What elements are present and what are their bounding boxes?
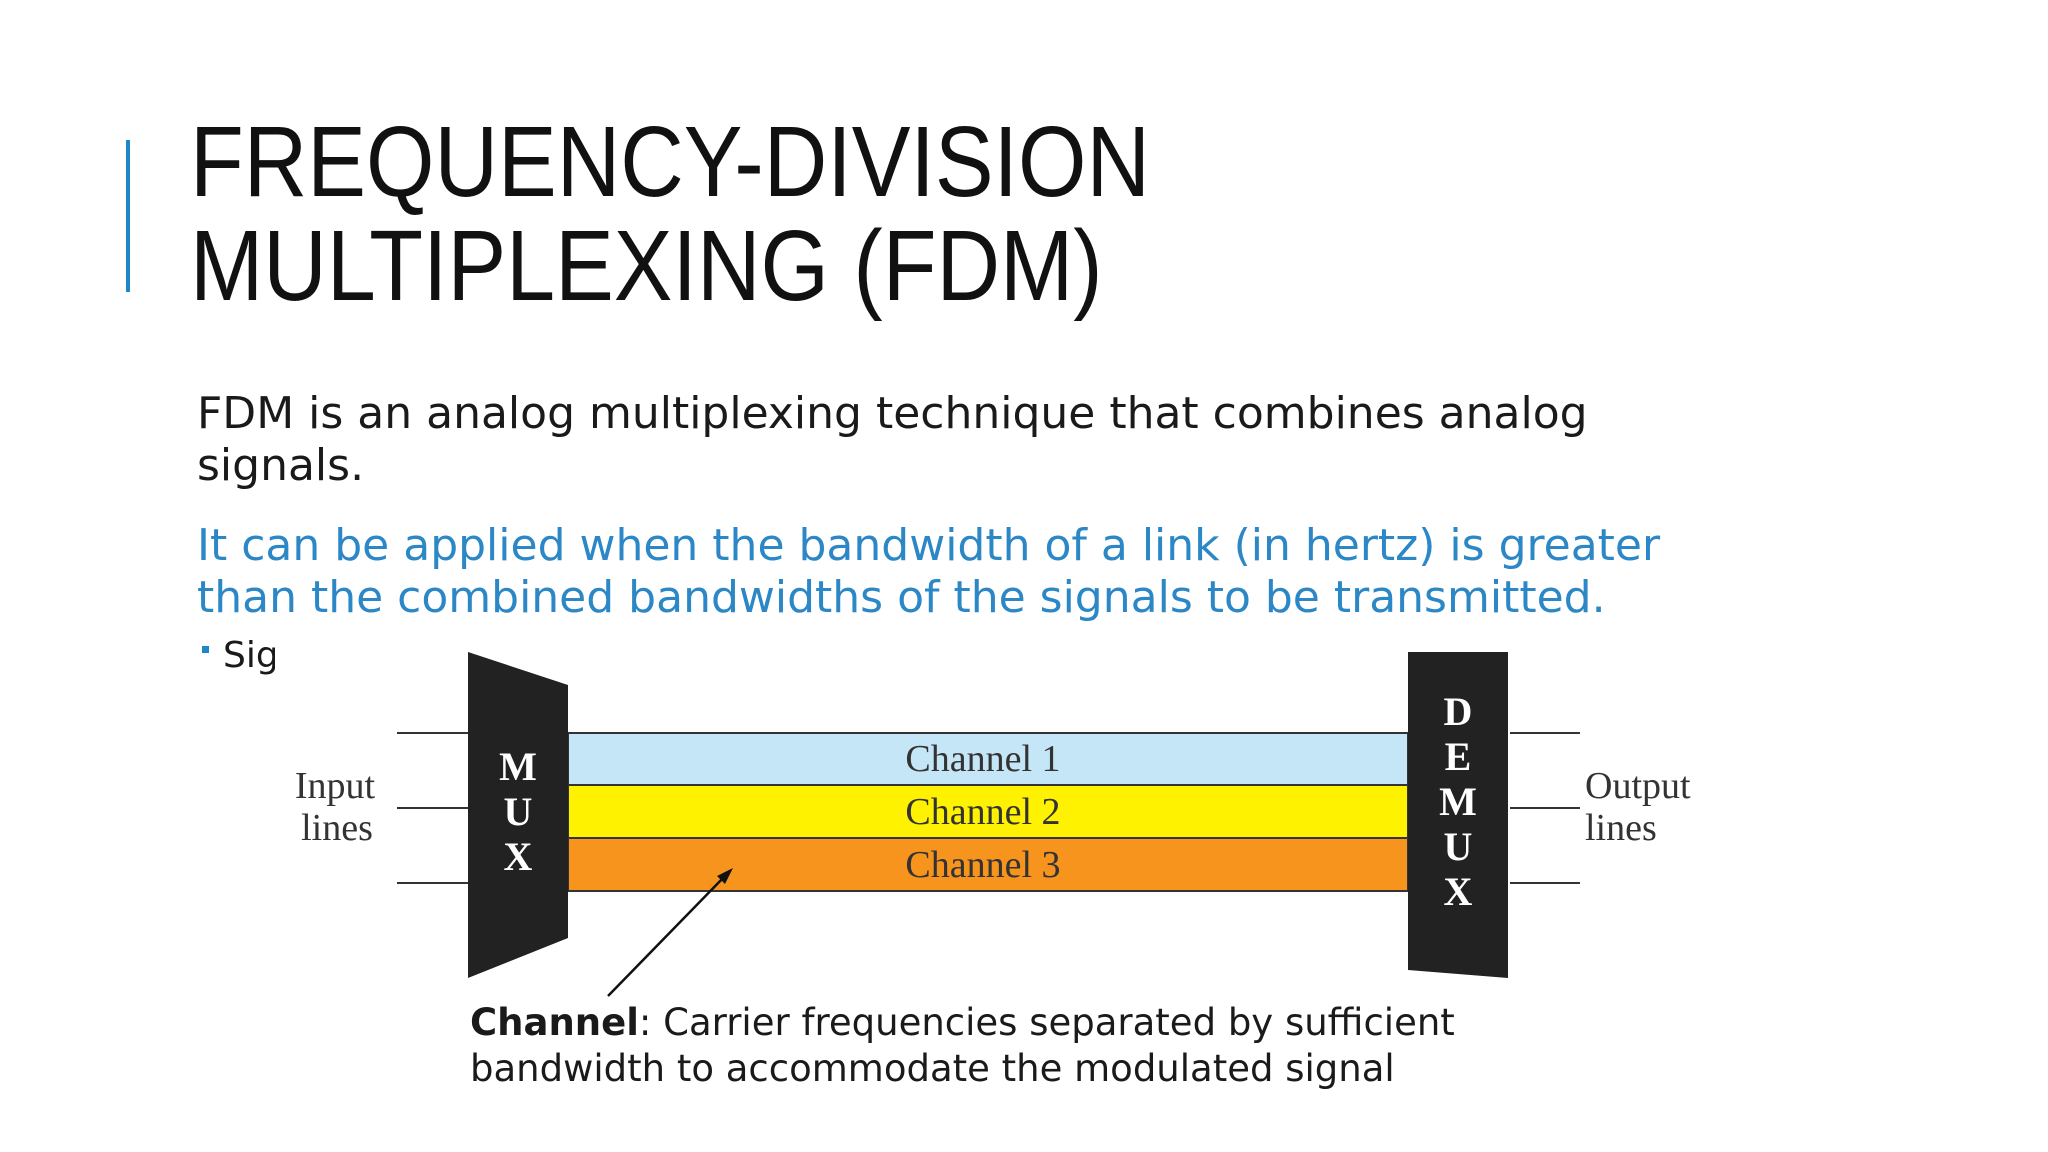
definition-line-1: FDM is an analog multiplexing technique … xyxy=(197,388,1588,439)
demux-block xyxy=(1408,652,1508,978)
definition-line-2: signals. xyxy=(197,440,365,491)
caption-line-1-rest: : Carrier frequencies separated by suffi… xyxy=(638,1001,1455,1044)
channel-pointer-arrowhead xyxy=(717,868,733,884)
partially-hidden-bullet: Sig xyxy=(202,630,279,682)
channel-3-label: Channel 3 xyxy=(905,844,1060,886)
condition-paragraph: It can be applied when the bandwidth of … xyxy=(197,520,1660,624)
channel-caption: Channel: Carrier frequencies separated b… xyxy=(470,1000,1455,1092)
caption-line-2: bandwidth to accommodate the modulated s… xyxy=(470,1047,1395,1090)
input-label-line-1: Input xyxy=(295,765,376,807)
demux-letter-m: M xyxy=(1439,779,1477,824)
bullet-visible-start: Sig xyxy=(223,635,279,676)
fdm-diagram: M U X D E M U X Channel 1 Channel 2 Chan… xyxy=(275,640,1750,1152)
mux-letter-x: X xyxy=(504,834,533,879)
condition-line-1: It can be applied when the bandwidth of … xyxy=(197,520,1661,571)
output-label-line-1: Output xyxy=(1585,765,1691,807)
input-label-line-2: lines xyxy=(301,807,373,849)
demux-letter-e: E xyxy=(1445,734,1472,779)
bullet-marker xyxy=(202,645,209,653)
definition-paragraph: FDM is an analog multiplexing technique … xyxy=(197,388,1588,492)
title-line-2: MULTIPLEXING (FDM) xyxy=(190,210,1103,322)
title-accent-bar xyxy=(126,140,130,292)
mux-block xyxy=(468,652,568,978)
title-line-1: FREQUENCY-DIVISION xyxy=(190,106,1151,218)
fdm-diagram-svg: M U X D E M U X Channel 1 Channel 2 Chan… xyxy=(295,652,1691,997)
demux-letter-x: X xyxy=(1444,869,1473,914)
mux-letter-u: U xyxy=(504,789,533,834)
demux-letter-u: U xyxy=(1444,824,1473,869)
channel-2-label: Channel 2 xyxy=(905,791,1060,833)
mux-letter-m: M xyxy=(499,744,537,789)
caption-term: Channel xyxy=(470,1001,639,1044)
slide-title: FREQUENCY-DIVISION MULTIPLEXING (FDM) xyxy=(190,110,1150,318)
channel-1-label: Channel 1 xyxy=(905,738,1060,780)
output-label-line-2: lines xyxy=(1585,807,1657,849)
channel-pointer-arrow xyxy=(607,875,726,997)
demux-letter-d: D xyxy=(1444,689,1473,734)
condition-line-2: than the combined bandwidths of the sign… xyxy=(197,572,1606,623)
